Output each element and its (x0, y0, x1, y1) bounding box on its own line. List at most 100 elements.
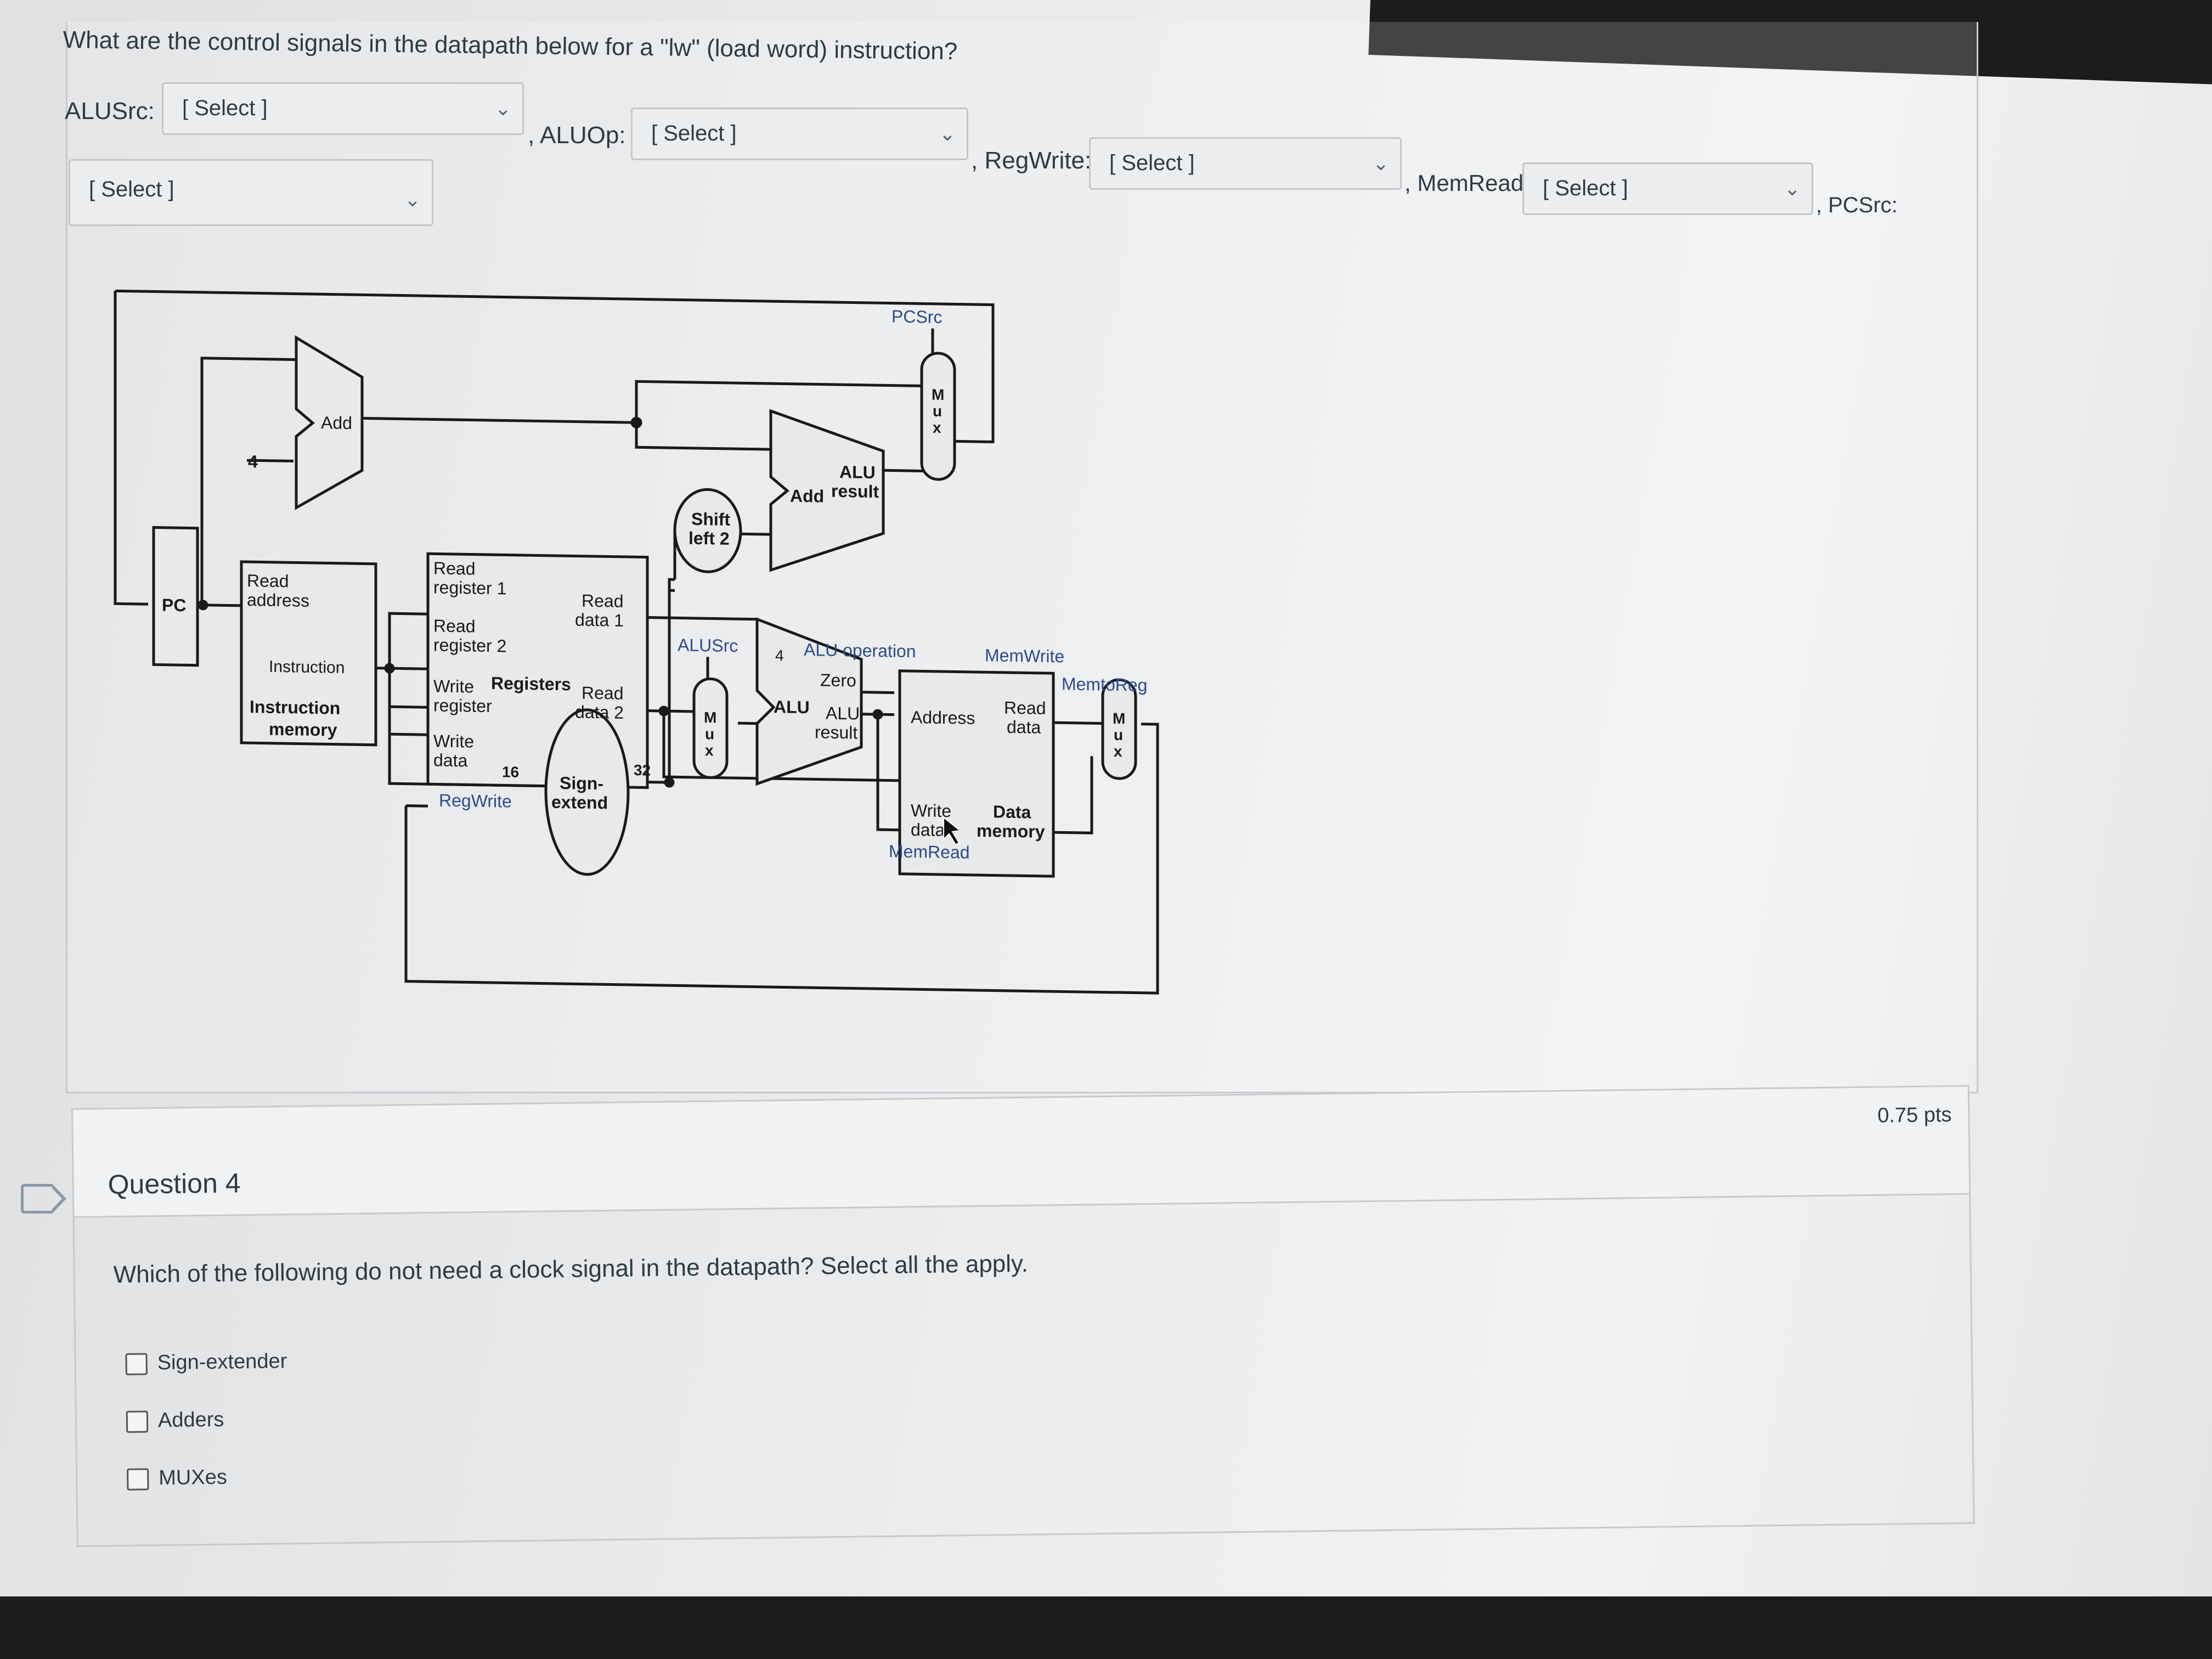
mouse-cursor-icon (943, 816, 962, 846)
memread-signal-label: MemRead (889, 841, 970, 862)
regwrite-select[interactable]: [ Select ] ⌄ (1089, 137, 1402, 190)
mux-alusrc-x: x (705, 742, 714, 759)
option-label: Sign-extender (157, 1350, 287, 1375)
imem-title-1: Instruction (250, 697, 340, 718)
wire-four (247, 459, 294, 462)
chevron-down-icon: ⌄ (1372, 152, 1389, 174)
mux-pc-u: u (933, 403, 942, 420)
branch-alu-result-a: ALU (839, 462, 876, 482)
thirtytwo-label: 32 (634, 761, 651, 778)
mux-memtoreg-u: u (1114, 726, 1123, 743)
sign-extend-label-2: extend (551, 792, 608, 813)
chevron-down-icon: ⌄ (1784, 177, 1801, 200)
wire-pc4-branch (635, 422, 771, 451)
wire-write-data-mem (662, 710, 916, 782)
option-label: MUXes (158, 1465, 228, 1490)
wire-instr-fields (388, 612, 543, 788)
alu-label: ALU (774, 697, 810, 717)
reg-read-data-2a: Read (582, 683, 623, 703)
option-muxes[interactable]: MUXes (127, 1466, 227, 1491)
aluop-select[interactable]: [ Select ] ⌄ (631, 108, 968, 160)
aluop-label: , ALUOp: (528, 122, 626, 149)
pcsrc-select-value: [ Select ] (89, 177, 174, 201)
imem-address-label: address (247, 590, 309, 611)
question-4-title: Question 4 (108, 1167, 241, 1200)
alusrc-select-value: [ Select ] (182, 96, 268, 120)
pcsrc-signal-label: PCSrc (891, 307, 942, 327)
wire-writeback (404, 723, 1159, 995)
dmem-title-2: memory (977, 821, 1045, 842)
adder-branch (769, 409, 885, 572)
wire-add-to-mux (362, 380, 938, 424)
alusrc-signal-label: ALUSrc (678, 635, 738, 656)
branch-alu-result-b: result (831, 481, 879, 501)
chevron-down-icon: ⌄ (404, 188, 421, 211)
shift-left-2 (673, 488, 742, 573)
wire-pc-input (114, 291, 148, 606)
alu (755, 617, 863, 786)
memread-label: , MemRead: (1404, 170, 1530, 196)
datapath-diagram: PC Add 4 Read address Instruction Instru… (114, 289, 1159, 995)
option-sign-extender[interactable]: Sign-extender (125, 1350, 287, 1375)
sign-extend (544, 708, 630, 876)
alusrc-label: ALUSrc: (65, 98, 155, 125)
alu-result-label-b: result (815, 722, 857, 742)
screen: What are the control signals in the data… (0, 0, 2212, 1596)
add-label: Add (321, 413, 352, 433)
aluop-width-label: 4 (775, 647, 784, 664)
option-adders[interactable]: Adders (126, 1408, 224, 1433)
wire-top-loop (115, 289, 995, 443)
reg-read-data-1b: data 1 (575, 610, 624, 630)
wire-mux-to-alu (738, 721, 757, 725)
reg-write-data-a: Write (433, 731, 474, 751)
regwrite-label: , RegWrite: (971, 147, 1092, 174)
checkbox-icon[interactable] (126, 1410, 149, 1433)
question-4-points: 0.75 pts (1877, 1103, 1952, 1127)
memread-select[interactable]: [ Select ] ⌄ (1522, 162, 1813, 215)
sixteen-label: 16 (502, 763, 519, 780)
question-4-card: Question 4 0.75 pts Which of the followi… (71, 1085, 1975, 1547)
mux-memtoreg-x: x (1114, 743, 1122, 760)
alusrc-select[interactable]: [ Select ] ⌄ (162, 82, 524, 135)
regwrite-signal-label: RegWrite (439, 791, 512, 811)
memwrite-signal-label: MemWrite (985, 645, 1064, 666)
instruction-memory (240, 560, 377, 747)
alu-result-label-a: ALU (826, 703, 860, 724)
imem-read-label: Read (247, 571, 289, 591)
reg-write-register-b: register (433, 695, 492, 716)
flag-question-icon[interactable] (21, 1184, 66, 1214)
imem-instruction-label: Instruction (269, 658, 345, 677)
dmem-read-data-b: data (1007, 717, 1041, 737)
mux-memtoreg (1101, 678, 1137, 780)
dmem-write-data-a: Write (911, 800, 951, 821)
chevron-down-icon: ⌄ (494, 97, 511, 120)
regwrite-select-value: [ Select ] (1109, 151, 1195, 175)
pc-label: PC (162, 595, 186, 616)
adder-pc (295, 335, 364, 510)
question-4-text: Which of the following do not need a clo… (113, 1250, 1029, 1289)
reg-read-data-2b: data 2 (575, 702, 624, 722)
chevron-down-icon: ⌄ (939, 122, 956, 145)
reg-read-register-1b: register 1 (433, 577, 506, 598)
pcsrc-select[interactable]: [ Select ] ⌄ (69, 159, 433, 226)
dmem-read-data-a: Read (1004, 698, 1046, 718)
reg-write-register-a: Write (433, 676, 474, 696)
memtoreg-signal-label: MemtoReg (1062, 674, 1147, 695)
wire-instruction (376, 667, 428, 670)
mux-pc (920, 352, 956, 481)
pc-register (152, 526, 199, 667)
wire-zero (861, 691, 894, 695)
mux-pc-x: x (933, 419, 941, 436)
pcsrc-label: , PCSrc: (1816, 193, 1898, 217)
data-memory (898, 669, 1055, 878)
mux-alusrc-m: M (704, 709, 716, 726)
shift-left-label-1: Shift (691, 509, 730, 529)
question-4-body: Which of the following do not need a clo… (72, 1194, 1975, 1547)
imem-title-2: memory (269, 719, 337, 740)
registers-title: Registers (491, 673, 571, 694)
dmem-title-1: Data (993, 802, 1031, 822)
checkbox-icon[interactable] (125, 1353, 148, 1375)
checkbox-icon[interactable] (127, 1468, 149, 1491)
reg-read-register-2b: register 2 (433, 635, 506, 656)
sign-extend-label-1: Sign- (560, 773, 603, 793)
